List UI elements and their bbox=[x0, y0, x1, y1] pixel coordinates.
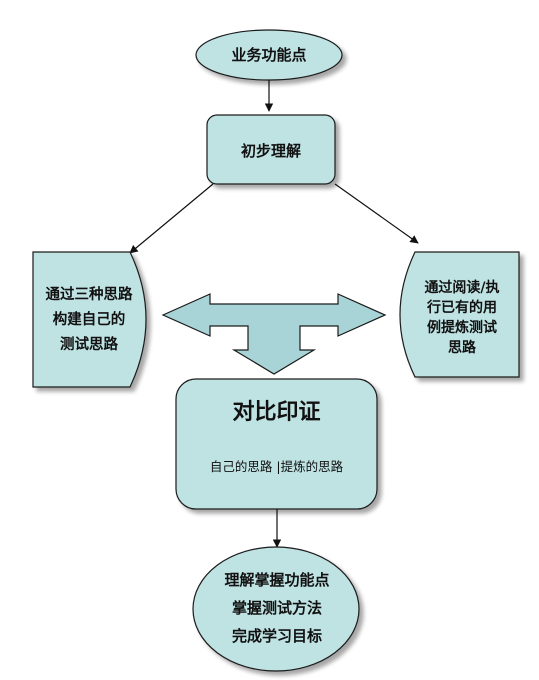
node-right-label: 通过阅读/执 行已有的用 例提炼测试 思路 bbox=[403, 278, 521, 358]
right-line-2: 行已有的用 bbox=[427, 300, 497, 316]
end-line-3: 完成学习目标 bbox=[231, 627, 322, 645]
arrow-understand-to-left bbox=[129, 183, 214, 254]
right-line-1: 通过阅读/执 bbox=[424, 280, 500, 296]
right-line-3: 例提炼测试 bbox=[427, 320, 497, 336]
node-end-shape bbox=[192, 546, 360, 672]
node-start-label: 业务功能点 bbox=[231, 46, 307, 64]
node-understand-label: 初步理解 bbox=[240, 142, 301, 160]
right-line-4: 思路 bbox=[448, 340, 476, 356]
left-line-3: 测试思路 bbox=[60, 337, 118, 353]
node-start-shape bbox=[195, 29, 343, 81]
node-end-label: 理解掌握功能点 掌握测试方法 完成学习目标 bbox=[196, 566, 358, 650]
node-compare-title: 对比印证 bbox=[232, 400, 321, 425]
node-compare-shape bbox=[175, 378, 378, 510]
node-left-label: 通过三种思路 构建自己的 测试思路 bbox=[33, 283, 145, 358]
left-line-1: 通过三种思路 bbox=[45, 287, 133, 303]
end-line-1: 理解掌握功能点 bbox=[224, 571, 330, 589]
block-arrow-merge bbox=[161, 293, 387, 375]
end-line-2: 掌握测试方法 bbox=[231, 599, 322, 617]
node-left-shape bbox=[32, 251, 147, 388]
node-understand-shape bbox=[206, 114, 336, 185]
node-right-shape bbox=[399, 251, 520, 378]
left-line-2: 构建自己的 bbox=[52, 312, 126, 328]
node-compare-subtitle: 自己的思路 |提炼的思路 bbox=[209, 459, 344, 474]
arrow-understand-to-right bbox=[334, 183, 419, 244]
